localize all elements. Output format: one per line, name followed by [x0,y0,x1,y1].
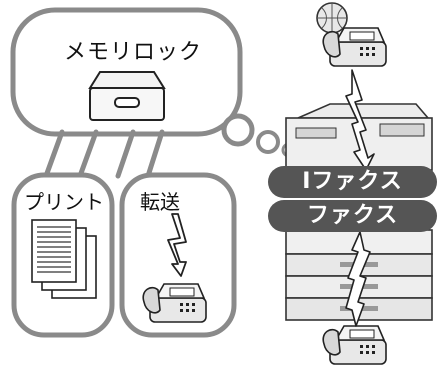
memory-lock-label: メモリロック [64,40,203,65]
forward-label: 転送 [140,190,180,214]
internet-globe-icon [316,2,348,34]
lightning-arrow-icon [167,213,187,277]
fax-badge: ファクス [268,200,437,232]
document-stack-icon [31,219,97,299]
fax-machine-icon [142,283,207,323]
bottom-fax-machine-icon [322,325,387,365]
print-label: プリント [24,190,104,214]
top-fax-machine-icon [322,27,387,67]
memory-box-icon [88,71,166,121]
ifax-badge: Iファクス [268,166,437,198]
fax-transmission-arrow [345,231,371,327]
